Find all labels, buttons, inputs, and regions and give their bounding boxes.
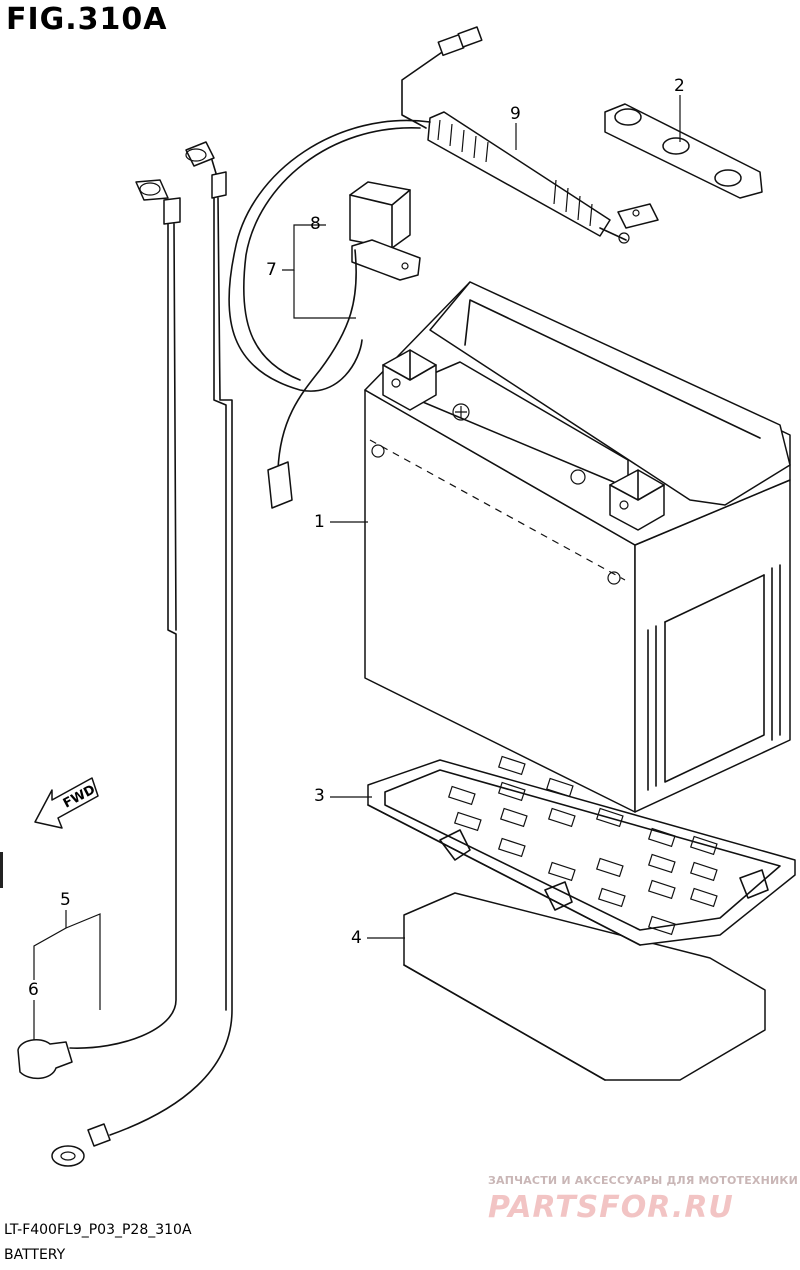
callout-8: 8 (310, 214, 321, 234)
battery-tray-drawing (367, 755, 796, 946)
fwd-arrow-icon (34, 777, 99, 829)
wiring-harness-drawing (17, 119, 431, 1167)
callout-7: 7 (266, 260, 277, 280)
watermark-logo: PARTSFOR.RU (488, 1190, 734, 1225)
callout-4: 4 (351, 928, 362, 948)
page-edge-mark (0, 852, 3, 888)
terminal-bolts-drawing (604, 103, 763, 199)
callout-9: 9 (510, 104, 521, 124)
watermark-caption: ЗАПЧАСТИ И АКСЕССУАРЫ ДЛЯ МОТОТЕХНИКИ (488, 1174, 798, 1187)
leader-lines (33, 95, 681, 1040)
figure-title: FIG.310A (6, 2, 168, 37)
callout-1: 1 (314, 512, 325, 532)
lead-wire-9-drawing (401, 26, 659, 244)
callout-6: 6 (28, 980, 39, 1000)
battery-pad-drawing (403, 892, 766, 1081)
battery-drawing (364, 281, 791, 813)
callout-5: 5 (60, 890, 71, 910)
callout-2: 2 (674, 76, 685, 96)
callout-3: 3 (314, 786, 325, 806)
section-name: BATTERY (4, 1247, 66, 1263)
relay-drawing (349, 181, 421, 281)
figure-code: LT-F400FL9_P03_P28_310A (4, 1222, 192, 1238)
fwd-label: FWD (61, 782, 98, 811)
tray-slots (447, 755, 718, 936)
